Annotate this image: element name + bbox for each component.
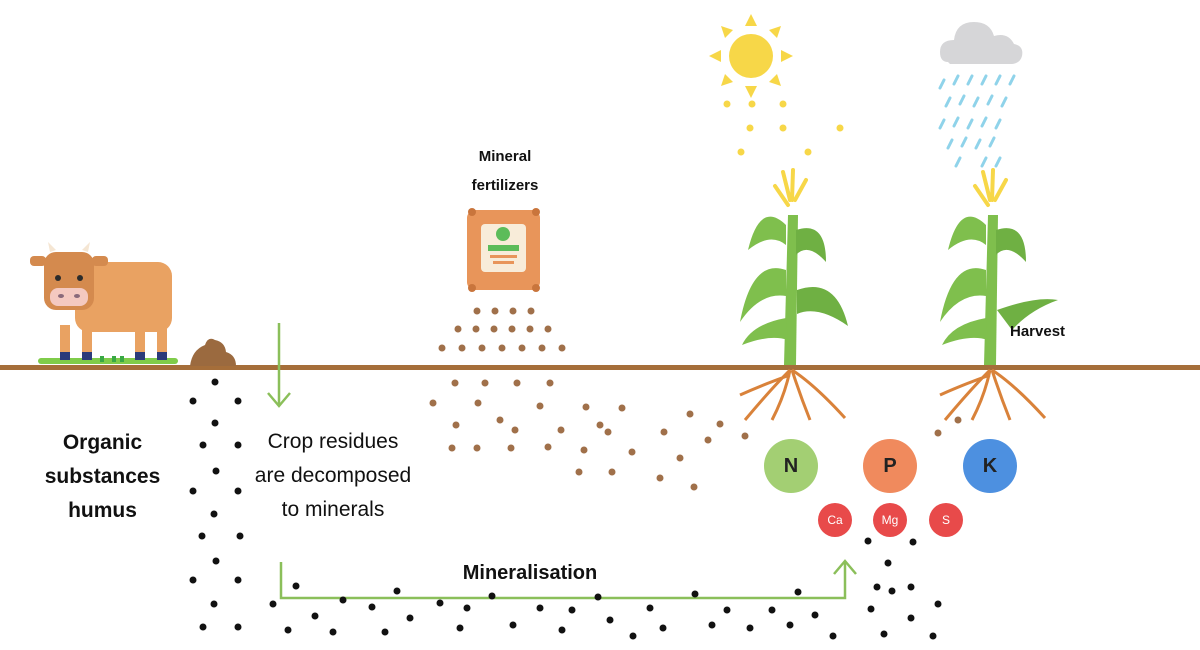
mineral-line-1: Mineral [478,148,532,165]
crop-line-1: Crop residues [267,430,399,453]
corn-plant-icon [939,168,1058,421]
crop-line-2: are decomposed [254,464,412,487]
mineralisation-label: Mineralisation [462,562,598,584]
rain-drops [938,74,1016,168]
organic-matter-particles [189,378,942,640]
nutrient-k: K [963,439,1017,493]
rain-cloud-icon [940,22,1023,64]
crop-residues-down-arrow [267,323,291,408]
fertilizer-bag-icon [467,208,540,292]
cow-icon [30,242,178,364]
sunlight-particles [723,100,844,156]
organic-substances-label: Organic substances humus [30,426,175,528]
soil-surface-line [0,365,1200,370]
nutrient-n: N [764,439,818,493]
mineral-line-2: fertilizers [471,177,539,194]
corn-plant-icon [739,168,848,421]
fertilizer-granules [429,307,962,491]
nutrient-s: S [929,503,963,537]
nutrient-p: P [863,439,917,493]
crop-line-3: to minerals [281,498,385,521]
organic-line-3: humus [68,499,137,522]
nutrient-mg: Mg [873,503,907,537]
mineral-fertilizers-label: Mineral fertilizers [440,142,570,200]
harvest-label: Harvest [1010,323,1066,340]
organic-line-1: Organic [62,431,143,454]
crop-residues-label: Crop residues are decomposed to minerals [238,425,428,527]
nutrient-ca: Ca [818,503,852,537]
manure-icon [190,338,236,366]
organic-line-2: substances [44,465,161,488]
mineralisation-arrow [279,559,857,600]
sun-icon [709,14,793,98]
